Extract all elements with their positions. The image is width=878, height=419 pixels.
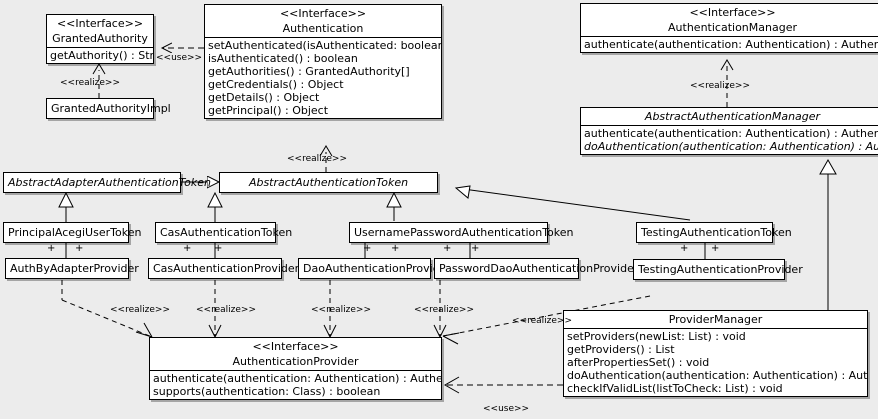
label-realize-provider-manager: <<realize>> [512,316,572,326]
multiplicity-marker: + [183,243,192,254]
label-realize-auth-by-adapter-provider: <<realize>> [110,305,170,315]
class-name: CasAuthenticationProvider [153,262,300,275]
class-dao-authentication-provider[interactable]: DaoAuthenticationProvider [298,258,451,279]
multiplicity-marker: + [47,243,56,254]
multiplicity-marker: + [711,243,720,254]
operation: doAuthentication(authentication: Authent… [584,140,878,153]
operation: afterPropertiesSet() : void [567,356,710,369]
class-name: AuthenticationManager [668,21,797,34]
operation: getAuthorities() : GrantedAuthority[] [208,65,410,78]
operation: authenticate(authentication: Authenticat… [584,38,878,51]
class-name: AbstractAuthenticationToken [248,176,409,189]
operations-compartment: setProviders(newList: List) : void getPr… [564,328,867,396]
class-name: PasswordDaoAuthenticationProvider [439,262,639,275]
class-name: AbstractAuthenticationManager [644,110,821,123]
class-testing-authentication-provider[interactable]: TestingAuthenticationProvider [633,259,803,280]
class-username-password-authentication-token[interactable]: UsernamePasswordAuthenticationToken [349,222,574,243]
operation: doAuthentication(authentication: Authent… [567,369,867,382]
label-realize-password-dao-authentication-provider: <<realize>> [414,305,474,315]
multiplicity-marker: + [214,243,223,254]
class-header: <<Interface>> Authentication [205,5,441,37]
class-name: AuthByAdapterProvider [10,262,139,275]
class-cas-authentication-provider[interactable]: CasAuthenticationProvider [148,258,300,279]
operation: isAuthenticated() : boolean [208,52,358,65]
operation: getDetails() : Object [208,91,320,104]
class-abstract-adapter-authentication-token[interactable]: AbstractAdapterAuthenticationToken [3,172,211,193]
class-granted-authority[interactable]: <<Interface>> GrantedAuthority getAuthor… [46,14,154,64]
multiplicity-marker: + [363,243,372,254]
label-use-provider-manager-authentication-provider: <<use>> [483,404,530,414]
class-provider-manager[interactable]: ProviderManager setProviders(newList: Li… [563,310,868,397]
class-auth-by-adapter-provider[interactable]: AuthByAdapterProvider [5,258,139,279]
multiplicity-marker: + [680,243,689,254]
class-principal-acegi-user-token[interactable]: PrincipalAcegiUserToken [3,222,142,243]
stereotype-label: <<Interface>> [252,340,339,353]
class-name: ProviderManager [668,313,763,326]
class-header: AbstractAuthenticationManager [581,108,878,125]
class-authentication[interactable]: <<Interface>> Authentication setAuthenti… [204,4,442,119]
operations-compartment: getAuthority() : String [47,47,153,63]
multiplicity-marker: + [391,243,400,254]
stereotype-label: <<Interface>> [689,6,776,19]
class-testing-authentication-token[interactable]: TestingAuthenticationToken [636,222,792,243]
label-realize-dao-authentication-provider: <<realize>> [311,305,371,315]
class-name: TestingAuthenticationToken [641,226,792,239]
class-abstract-authentication-manager[interactable]: AbstractAuthenticationManager authentica… [580,107,878,155]
class-name: PrincipalAcegiUserToken [8,226,142,239]
operation: getPrincipal() : Object [208,104,329,117]
multiplicity-marker: + [471,243,480,254]
operations-compartment: authenticate(authentication: Authenticat… [581,125,878,154]
label-realize-abstract-authentication-token: <<realize>> [287,154,347,164]
class-name: GrantedAuthority [52,32,148,45]
class-header: <<Interface>> GrantedAuthority [47,15,153,47]
class-header: <<Interface>> AuthenticationProvider [150,338,441,370]
operation: getAuthority() : String [50,49,153,62]
class-name: CasAuthenticationToken [160,226,293,239]
multiplicity-marker: + [443,243,452,254]
label-realize-granted-authority-impl: <<realize>> [60,78,120,88]
label-realize-cas-authentication-provider: <<realize>> [196,305,256,315]
operations-compartment: authenticate(authentication: Authenticat… [150,370,441,399]
class-name: AbstractAdapterAuthenticationToken [8,176,211,189]
operations-compartment: setAuthenticated(isAuthenticated: boolea… [205,37,441,118]
class-name: Authentication [282,22,364,35]
class-name: TestingAuthenticationProvider [638,263,803,276]
class-authentication-provider[interactable]: <<Interface>> AuthenticationProvider aut… [149,337,442,400]
operation: checkIfValidList(listToCheck: List) : vo… [567,382,783,395]
stereotype-label: <<Interface>> [56,17,144,30]
class-name: DaoAuthenticationProvider [303,262,451,275]
multiplicity-marker: + [75,243,84,254]
class-header: <<Interface>> AuthenticationManager [581,4,878,36]
operation: setAuthenticated(isAuthenticated: boolea… [208,39,441,52]
class-header: ProviderManager [564,311,867,328]
class-cas-authentication-token[interactable]: CasAuthenticationToken [155,222,293,243]
operation: getCredentials() : Object [208,78,344,91]
class-name: UsernamePasswordAuthenticationToken [354,226,574,239]
label-realize-abstract-authentication-manager: <<realize>> [690,81,750,91]
operation: supports(authentication: Class) : boolea… [153,385,381,398]
operation: setProviders(newList: List) : void [567,330,746,343]
operation: authenticate(authentication: Authenticat… [153,372,441,385]
class-name: AuthenticationProvider [232,355,359,368]
class-name: GrantedAuthorityImpl [51,102,171,115]
class-password-dao-authentication-provider[interactable]: PasswordDaoAuthenticationProvider [434,258,639,279]
operations-compartment: authenticate(authentication: Authenticat… [581,36,878,52]
operation: getProviders() : List [567,343,675,356]
class-abstract-authentication-token[interactable]: AbstractAuthenticationToken [219,172,438,193]
operation: authenticate(authentication: Authenticat… [584,127,878,140]
stereotype-label: <<Interface>> [279,7,367,20]
class-granted-authority-impl[interactable]: GrantedAuthorityImpl [46,98,171,119]
label-use-authentication-granted-authority: <<use>> [156,53,203,63]
class-authentication-manager[interactable]: <<Interface>> AuthenticationManager auth… [580,3,878,53]
